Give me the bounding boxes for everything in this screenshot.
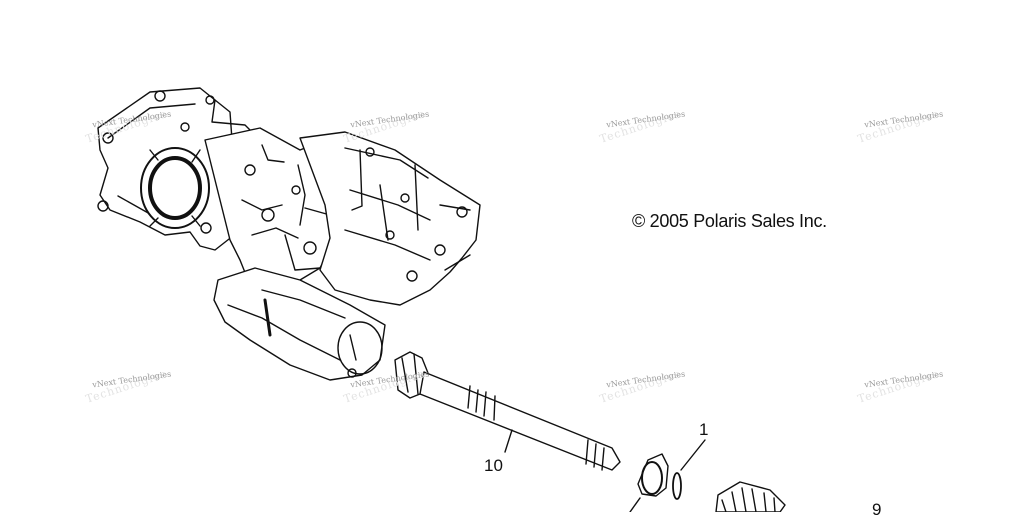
engine-assembly	[97, 87, 481, 381]
callout-part-9: 9	[872, 500, 882, 519]
callout-part-10: 10	[484, 456, 503, 475]
part-10-shaft	[394, 351, 621, 471]
copyright-notice: © 2005 Polaris Sales Inc.	[632, 211, 827, 231]
part-9-gear	[715, 481, 786, 512]
part-1-bearing	[629, 439, 706, 512]
callout-part-1: 1	[699, 420, 709, 439]
